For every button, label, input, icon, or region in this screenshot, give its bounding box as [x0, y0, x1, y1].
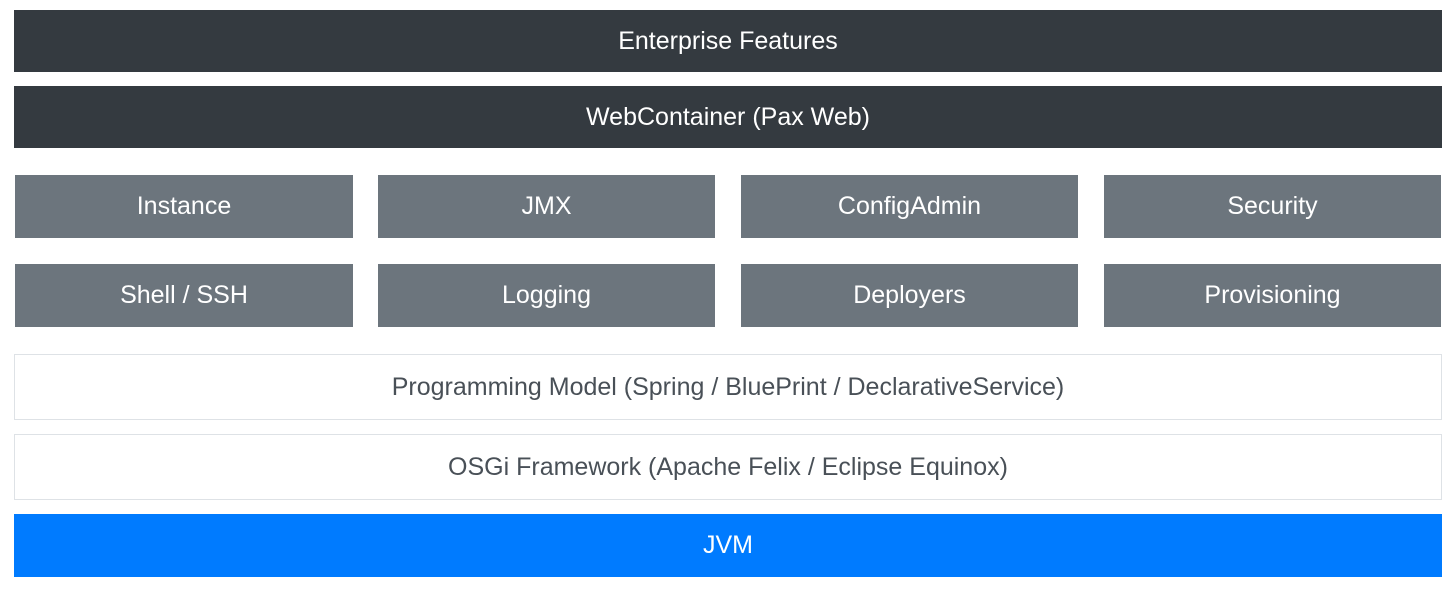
- module-security: Security: [1104, 175, 1441, 238]
- module-label: Deployers: [853, 281, 966, 309]
- module-deployers: Deployers: [741, 264, 1078, 327]
- module-label: ConfigAdmin: [837, 192, 982, 220]
- module-logging: Logging: [378, 264, 715, 327]
- web-container-label: WebContainer (Pax Web): [586, 102, 870, 131]
- module-label: Provisioning: [1204, 281, 1341, 309]
- module-jmx: JMX: [378, 175, 715, 238]
- enterprise-features-layer: Enterprise Features: [14, 10, 1442, 72]
- module-instance: Instance: [15, 175, 353, 238]
- module-provisioning: Provisioning: [1104, 264, 1441, 327]
- module-configadmin: ConfigAdmin: [741, 175, 1078, 238]
- osgi-framework-label: OSGi Framework (Apache Felix / Eclipse E…: [448, 452, 1008, 481]
- module-label: Instance: [136, 192, 232, 220]
- module-label: Security: [1227, 192, 1318, 220]
- jvm-layer: JVM: [14, 514, 1442, 577]
- programming-model-layer: Programming Model (Spring / BluePrint / …: [14, 354, 1442, 420]
- module-label: Shell / SSH: [120, 281, 248, 309]
- enterprise-features-label: Enterprise Features: [618, 26, 838, 55]
- module-label: Logging: [502, 281, 591, 309]
- module-shell-ssh: Shell / SSH: [15, 264, 353, 327]
- web-container-layer: WebContainer (Pax Web): [14, 86, 1442, 148]
- module-label: JMX: [521, 192, 572, 220]
- programming-model-label: Programming Model (Spring / BluePrint / …: [391, 372, 1065, 401]
- osgi-framework-layer: OSGi Framework (Apache Felix / Eclipse E…: [14, 434, 1442, 500]
- jvm-label: JVM: [703, 531, 753, 559]
